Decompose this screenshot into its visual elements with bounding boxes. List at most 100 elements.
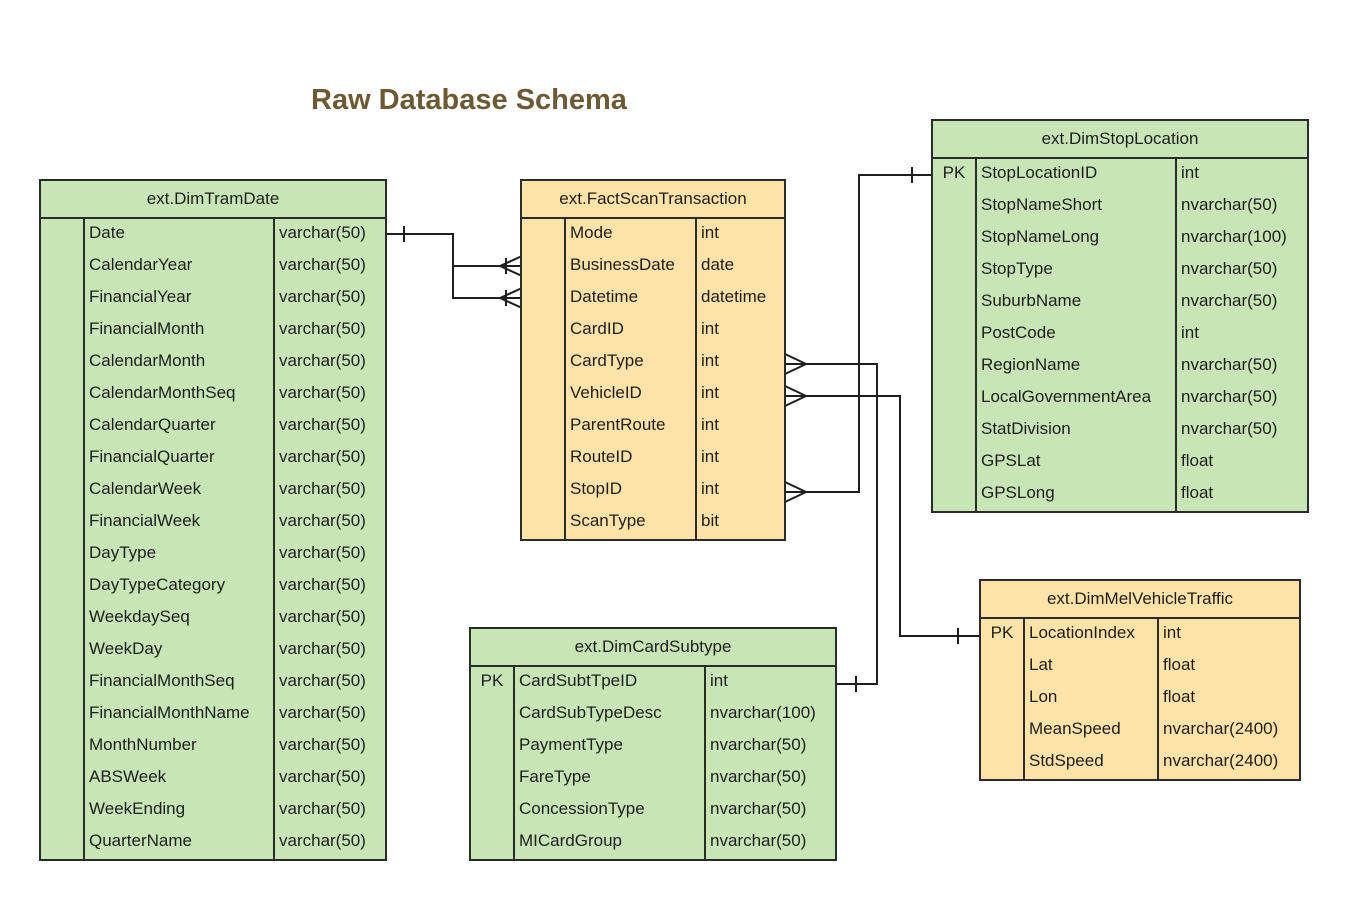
field-name: Lat xyxy=(1029,655,1053,674)
field-name: LocationIndex xyxy=(1029,623,1135,642)
column-divider xyxy=(695,219,697,539)
table-header: ext.DimTramDate xyxy=(41,181,385,219)
field-name: StopNameLong xyxy=(981,227,1100,246)
field-type: nvarchar(50) xyxy=(710,735,807,754)
field-type: varchar(50) xyxy=(279,607,366,626)
field-type: varchar(50) xyxy=(279,831,366,850)
field-name: RegionName xyxy=(981,355,1081,374)
field-type: datetime xyxy=(701,287,767,306)
field-name: CalendarQuarter xyxy=(89,415,216,434)
field-name: DayTypeCategory xyxy=(89,575,226,594)
field-name: MonthNumber xyxy=(89,735,197,754)
field-name: RouteID xyxy=(570,447,633,466)
field-name: StopNameShort xyxy=(981,195,1102,214)
column-divider xyxy=(1023,619,1025,779)
field-type: nvarchar(50) xyxy=(1181,259,1278,278)
field-type: nvarchar(2400) xyxy=(1163,719,1279,738)
field-type: int xyxy=(710,671,728,690)
field-type: varchar(50) xyxy=(279,799,366,818)
key-cell: PK xyxy=(480,671,504,690)
field-type: varchar(50) xyxy=(279,639,366,658)
field-name: CardID xyxy=(570,319,624,338)
field-type: varchar(50) xyxy=(279,543,366,562)
table-row: StopNameShort nvarchar(50) xyxy=(933,191,1307,223)
table-row: CalendarQuarter varchar(50) xyxy=(41,411,385,443)
field-name: CardSubtTpeID xyxy=(519,671,638,690)
field-name: FinancialQuarter xyxy=(89,447,215,466)
field-name: CardSubTypeDesc xyxy=(519,703,662,722)
field-type: varchar(50) xyxy=(279,447,366,466)
field-name: GPSLat xyxy=(981,451,1041,470)
field-name: StopID xyxy=(570,479,622,498)
field-name: CalendarYear xyxy=(89,255,193,274)
field-name: FinancialWeek xyxy=(89,511,201,530)
field-name: PaymentType xyxy=(519,735,623,754)
field-name: CalendarMonthSeq xyxy=(89,383,236,402)
column-divider xyxy=(1175,159,1177,511)
table-row: WeekdaySeq varchar(50) xyxy=(41,603,385,635)
field-type: varchar(50) xyxy=(279,479,366,498)
field-type: int xyxy=(1181,323,1199,342)
field-name: FinancialYear xyxy=(89,287,192,306)
field-type: nvarchar(50) xyxy=(710,831,807,850)
field-type: varchar(50) xyxy=(279,223,366,242)
field-name: PostCode xyxy=(981,323,1056,342)
key-cell: PK xyxy=(990,623,1014,642)
table-row: PaymentType nvarchar(50) xyxy=(471,731,835,763)
field-type: nvarchar(50) xyxy=(710,767,807,786)
connector-date-datetime xyxy=(452,266,523,309)
table-row: PK CardSubtTpeID int xyxy=(471,667,835,699)
field-type: nvarchar(2400) xyxy=(1163,751,1279,770)
table-row: FinancialQuarter varchar(50) xyxy=(41,443,385,475)
field-type: int xyxy=(1163,623,1181,642)
field-type: varchar(50) xyxy=(279,767,366,786)
connector-stoplocation-stopid xyxy=(784,167,932,503)
field-type: varchar(50) xyxy=(279,319,366,338)
column-divider xyxy=(975,159,977,511)
field-type: float xyxy=(1163,687,1196,706)
table-header: ext.DimCardSubtype xyxy=(471,629,835,667)
field-name: MICardGroup xyxy=(519,831,622,850)
key-cell: PK xyxy=(942,163,966,182)
field-type: int xyxy=(1181,163,1199,182)
field-type: nvarchar(50) xyxy=(1181,195,1278,214)
table-row: PK LocationIndex int xyxy=(981,619,1299,651)
field-type: varchar(50) xyxy=(279,415,366,434)
table-header: ext.FactScanTransaction xyxy=(522,181,784,219)
field-type: varchar(50) xyxy=(279,511,366,530)
field-name: WeekdaySeq xyxy=(89,607,190,626)
field-type: int xyxy=(701,319,719,338)
field-name: GPSLong xyxy=(981,483,1055,502)
table-row: PostCode int xyxy=(933,319,1307,351)
field-name: ConcessionType xyxy=(519,799,645,818)
column-divider xyxy=(83,219,85,859)
field-type: int xyxy=(701,415,719,434)
